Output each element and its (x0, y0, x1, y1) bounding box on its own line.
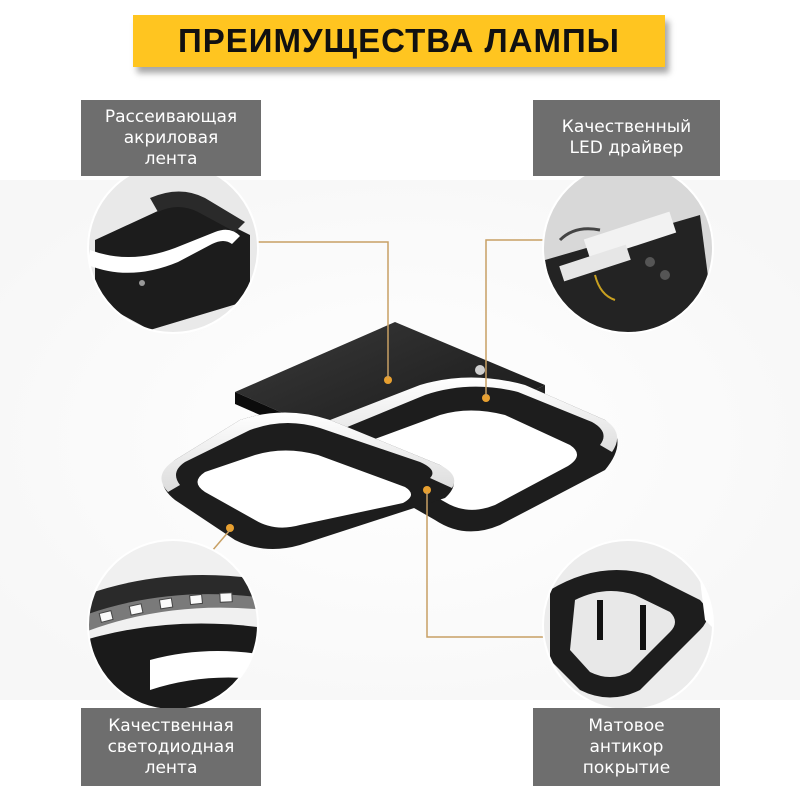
callout-dot (482, 394, 490, 402)
screw-icon (475, 365, 485, 375)
title-banner: ПРЕИМУЩЕСТВА ЛАМПЫ (133, 15, 665, 67)
page-title: ПРЕИМУЩЕСТВА ЛАМПЫ (178, 22, 620, 59)
feature-label-led-driver: Качественный LED драйвер (533, 100, 720, 176)
feature-label-led-strip: Качественная светодиодная лента (81, 708, 261, 786)
callout-dot (423, 486, 431, 494)
callout-dot (384, 376, 392, 384)
lamp-frame-left (161, 412, 455, 549)
detail-matte-coating (543, 540, 713, 710)
feature-text: Качественная светодиодная лента (107, 715, 235, 778)
feature-label-matte-coating: Матовое антикор покрытие (533, 708, 720, 786)
feature-label-acrylic-strip: Рассеивающая акриловая лента (81, 100, 261, 176)
detail-acrylic-strip (88, 163, 258, 333)
feature-text: Рассеивающая акриловая лента (104, 106, 238, 169)
feature-text: Качественный LED драйвер (561, 117, 692, 158)
callout-dot (226, 524, 234, 532)
feature-text: Матовое антикор покрытие (582, 715, 671, 778)
detail-led-driver (543, 163, 713, 333)
detail-led-strip (88, 540, 258, 710)
